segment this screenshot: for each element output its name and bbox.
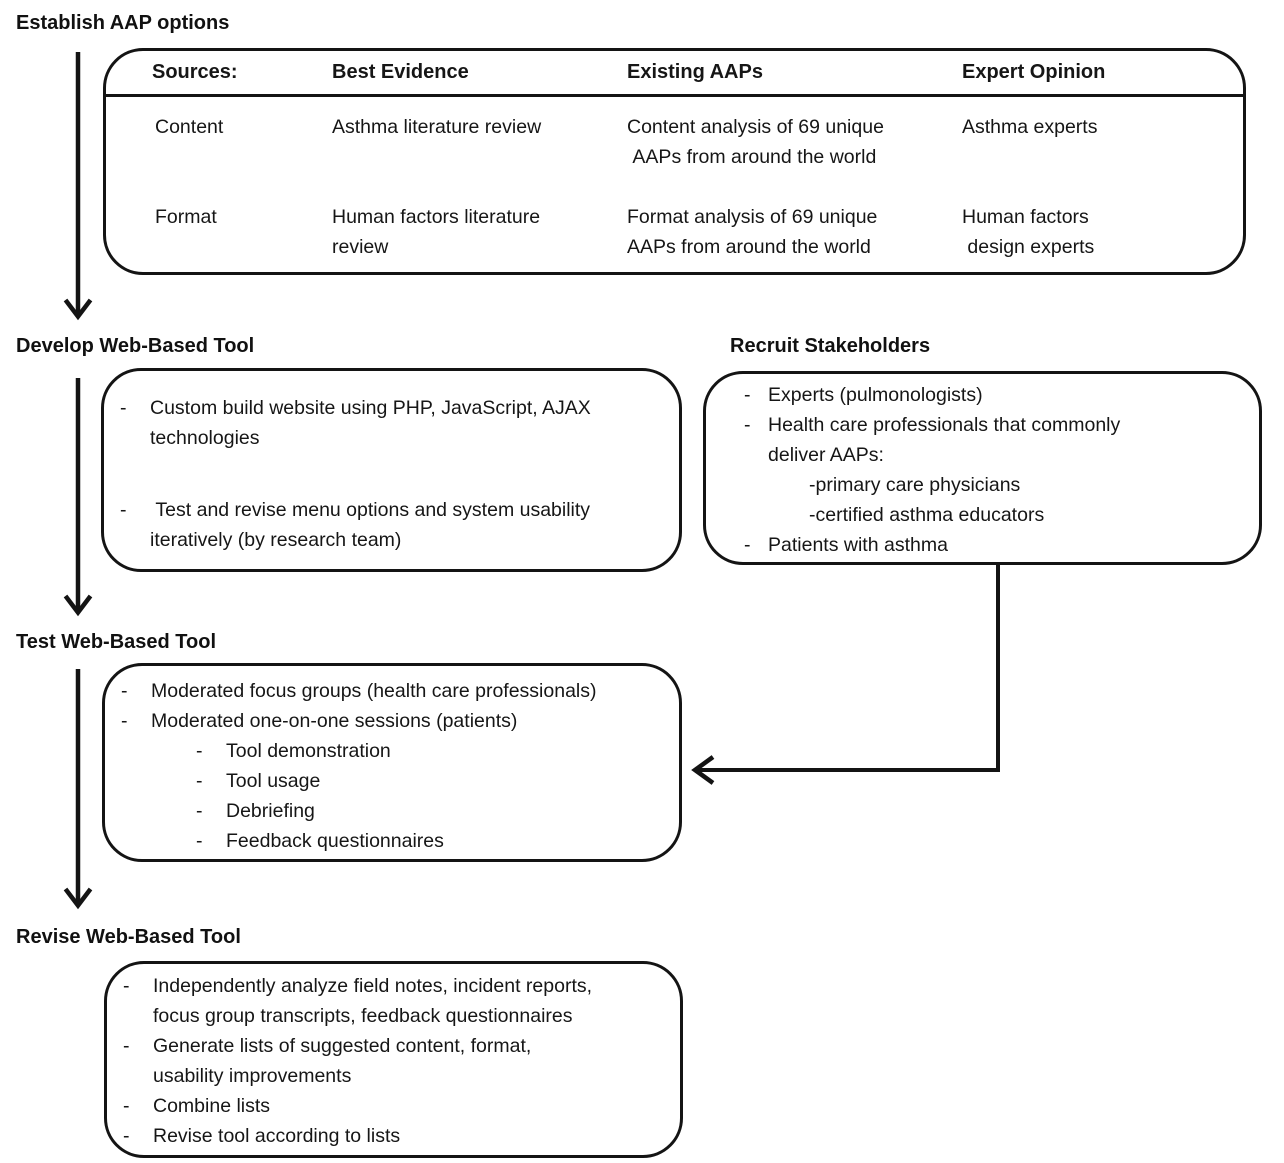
cell-expert-opinion: Asthma experts	[962, 116, 1098, 138]
table-row-content: Content Asthma literature review Content…	[106, 112, 1243, 172]
test-list: - Moderated focus groups (health care pr…	[105, 666, 679, 856]
heading-recruit-stakeholders: Recruit Stakeholders	[730, 335, 931, 357]
dash-bullet: -	[196, 770, 203, 792]
dash-bullet: -	[120, 397, 127, 419]
table-row-format: Format Human factors literature review F…	[106, 202, 1243, 262]
heading-establish-aap-options: Establish AAP options	[16, 12, 230, 34]
arrowhead-down-icon	[63, 594, 93, 617]
heading-revise-web-based-tool: Revise Web-Based Tool	[16, 926, 241, 948]
dash-bullet: -	[120, 499, 127, 521]
col-header-expert-opinion: Expert Opinion	[962, 61, 1106, 83]
cell-source: Content	[155, 116, 224, 138]
list-subitem: - Debriefing	[117, 796, 671, 826]
dash-bullet: -	[196, 740, 203, 762]
cell-source: Format	[155, 206, 217, 228]
list-item: - Moderated focus groups (health care pr…	[117, 676, 671, 706]
dash-bullet: -	[123, 1035, 130, 1057]
develop-list: - Custom build website using PHP, JavaSc…	[104, 371, 679, 555]
test-tool-box: - Moderated focus groups (health care pr…	[102, 663, 682, 862]
dash-bullet: -	[123, 975, 130, 997]
col-header-existing-aaps: Existing AAPs	[627, 61, 763, 83]
recruit-stakeholders-box: - Experts (pulmonologists) - Health care…	[703, 371, 1262, 565]
arrowhead-left-icon	[691, 755, 715, 785]
list-subitem: - Tool usage	[117, 766, 671, 796]
establish-sources-box: Sources: Best Evidence Existing AAPs Exp…	[103, 48, 1246, 275]
list-item: - Test and revise menu options and syste…	[116, 495, 671, 555]
dash-bullet: -	[744, 384, 751, 406]
cell-existing-aaps: Content analysis of 69 unique AAPs from …	[627, 116, 884, 168]
list-item: - Health care professionals that commonl…	[744, 410, 1251, 470]
heading-develop-web-based-tool: Develop Web-Based Tool	[16, 335, 255, 357]
revise-tool-box: - Independently analyze field notes, inc…	[104, 961, 683, 1158]
dash-bullet: -	[121, 710, 128, 732]
sources-table-header: Sources: Best Evidence Existing AAPs Exp…	[106, 51, 1243, 97]
cell-best-evidence: Human factors literature review	[332, 206, 541, 258]
list-subitem: - Feedback questionnaires	[117, 826, 671, 856]
dash-bullet: -	[744, 414, 751, 436]
cell-expert-opinion: Human factors design experts	[962, 206, 1095, 258]
cell-existing-aaps: Format analysis of 69 unique AAPs from a…	[627, 206, 878, 258]
develop-tool-box: - Custom build website using PHP, JavaSc…	[101, 368, 682, 572]
arrowhead-down-icon	[63, 298, 93, 321]
arrow-elbow-icon	[697, 565, 1000, 772]
list-item: - Experts (pulmonologists)	[744, 380, 1251, 410]
cell-best-evidence: Asthma literature review	[332, 116, 542, 138]
list-item: - Combine lists	[119, 1091, 672, 1121]
list-item: - Moderated one-on-one sessions (patient…	[117, 706, 671, 736]
dash-bullet: -	[196, 830, 203, 852]
list-item: - Independently analyze field notes, inc…	[119, 971, 672, 1031]
col-header-best-evidence: Best Evidence	[332, 61, 469, 83]
revise-list: - Independently analyze field notes, inc…	[107, 964, 680, 1151]
heading-test-web-based-tool: Test Web-Based Tool	[16, 631, 217, 653]
list-subitem: - Tool demonstration	[117, 736, 671, 766]
dash-bullet: -	[123, 1125, 130, 1147]
recruit-list: - Experts (pulmonologists) - Health care…	[706, 374, 1259, 560]
arrowhead-down-icon	[63, 887, 93, 910]
list-item: - Patients with asthma	[744, 530, 1251, 560]
dash-bullet: -	[121, 680, 128, 702]
list-item: - Custom build website using PHP, JavaSc…	[116, 393, 671, 453]
list-subitem: -primary care physicians	[809, 474, 1021, 496]
list-item: - Revise tool according to lists	[119, 1121, 672, 1151]
col-header-sources: Sources:	[152, 61, 238, 83]
list-item: - Generate lists of suggested content, f…	[119, 1031, 672, 1091]
dash-bullet: -	[744, 534, 751, 556]
dash-bullet: -	[196, 800, 203, 822]
list-subitem: -certified asthma educators	[809, 504, 1045, 526]
dash-bullet: -	[123, 1095, 130, 1117]
